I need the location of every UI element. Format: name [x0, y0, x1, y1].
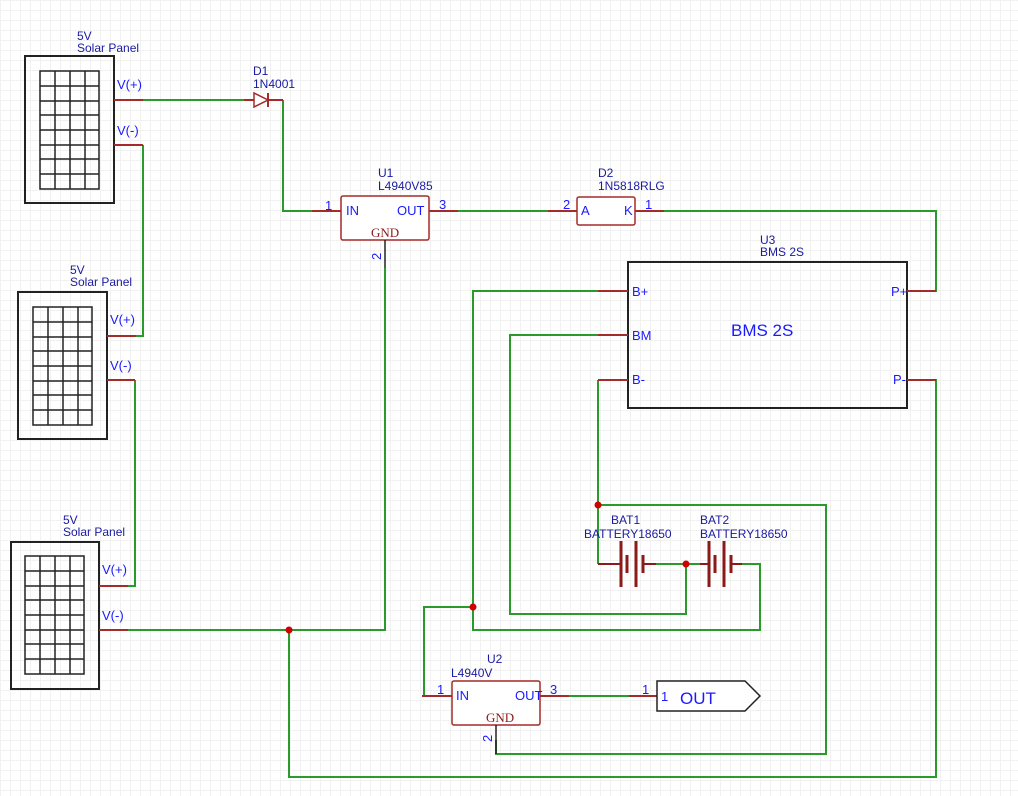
u1-pin-gnd: GND: [371, 225, 399, 240]
d2-ref: D2: [598, 166, 614, 180]
wire-gnd-pminus[interactable]: [288, 379, 937, 778]
bat2-ref: BAT2: [700, 513, 729, 527]
wires: [128, 99, 937, 778]
u1-ref: U1: [378, 166, 394, 180]
solar-panel-2[interactable]: 5V Solar Panel V(+) V(-): [17, 263, 136, 440]
u2-pin-in: IN: [456, 688, 469, 703]
pin-vminus: V(-): [117, 123, 139, 138]
panel-value: Solar Panel: [70, 275, 132, 289]
d2-pin-a: A: [581, 203, 590, 218]
wire-bplus[interactable]: [472, 290, 761, 631]
junction: [469, 603, 477, 611]
bms-u3[interactable]: U3 BMS 2S B+ BM B- P+ P- BMS 2S: [598, 233, 936, 409]
panel-ref: 5V: [70, 263, 85, 277]
panel-value: Solar Panel: [63, 525, 125, 539]
pin-vminus: V(-): [102, 608, 124, 623]
u2-ref: U2: [487, 652, 503, 666]
battery-symbol-icon: [700, 541, 742, 587]
bat1-value: BATTERY18650: [584, 527, 672, 541]
bat1-ref: BAT1: [611, 513, 640, 527]
solar-cell-grid-icon: [32, 306, 93, 426]
port-arrow-icon: [656, 680, 762, 712]
d2-value: 1N5818RLG: [598, 179, 665, 193]
u1-pin-num-gnd: 2: [369, 253, 384, 260]
solar-panel-3[interactable]: 5V Solar Panel V(+) V(-): [10, 513, 128, 690]
u1-pin-in: IN: [346, 203, 359, 218]
junction: [285, 626, 293, 634]
d2-body: [576, 196, 636, 226]
u2-pin-out: OUT: [515, 688, 543, 703]
pin-vplus: V(+): [110, 312, 135, 327]
u3-pin-pminus: P-: [893, 372, 906, 387]
port-num: 1: [661, 689, 668, 704]
panel-body: [10, 541, 100, 690]
battery-symbol-icon: [598, 541, 656, 587]
wire-panel3-gnd[interactable]: [128, 268, 386, 631]
d2-pin-k: K: [624, 203, 633, 218]
panel-value: Solar Panel: [77, 41, 139, 55]
wire-panel2-panel3[interactable]: [128, 380, 136, 587]
output-port[interactable]: 1 1 OUT: [629, 680, 762, 712]
u2-pin-gnd: GND: [486, 710, 514, 725]
bat2-value: BATTERY18650: [700, 527, 788, 541]
regulator-u1[interactable]: U1 L4940V85 1 IN OUT 3 GND 2: [312, 166, 458, 268]
u1-value: L4940V85: [378, 179, 433, 193]
port-pin-num: 1: [642, 682, 649, 697]
battery-bat1[interactable]: BAT1 BATTERY18650: [584, 513, 672, 587]
u3-pin-bm: BM: [632, 328, 652, 343]
u2-value: L4940V: [451, 666, 492, 680]
panel-body: [17, 291, 108, 440]
diode-d2[interactable]: D2 1N5818RLG 2 A K 1: [548, 166, 665, 226]
pin-vplus: V(+): [102, 562, 127, 577]
wire-panel1-panel2[interactable]: [136, 145, 144, 337]
wire-bm[interactable]: [509, 334, 687, 615]
wire-d1-u1[interactable]: [282, 100, 312, 212]
d2-pin-num-a: 2: [563, 197, 570, 212]
solar-cell-grid-icon: [39, 70, 100, 190]
diode-d1[interactable]: D1 1N4001: [244, 64, 295, 109]
solar-panel-1[interactable]: 5V Solar Panel V(+) V(-): [24, 29, 143, 204]
junction: [594, 501, 602, 509]
panel-body: [24, 55, 115, 204]
u2-pin-num-out: 3: [550, 682, 557, 697]
u3-ref: U3: [760, 233, 776, 247]
u3-pin-bplus: B+: [632, 284, 648, 299]
u3-value: BMS 2S: [760, 245, 804, 259]
panel-ref: 5V: [77, 29, 92, 43]
panel-ref: 5V: [63, 513, 78, 527]
junction: [682, 560, 690, 568]
battery-bat2[interactable]: BAT2 BATTERY18650: [700, 513, 788, 587]
d2-pin-num-k: 1: [645, 197, 652, 212]
u2-pin-num-gnd: 2: [480, 735, 495, 742]
d1-ref: D1: [253, 64, 269, 78]
pin-vminus: V(-): [110, 358, 132, 373]
u1-pin-out: OUT: [397, 203, 425, 218]
regulator-u2[interactable]: U2 L4940V 1 IN OUT 3 GND 2: [422, 652, 569, 754]
diode-symbol-icon: [244, 91, 283, 109]
u2-pin-num-in: 1: [437, 682, 444, 697]
port-label: OUT: [680, 689, 716, 708]
u1-pin-num-in: 1: [325, 198, 332, 213]
u1-pin-num-out: 3: [439, 197, 446, 212]
u3-pin-pplus: P+: [891, 284, 907, 299]
solar-cell-grid-icon: [24, 555, 85, 675]
u3-title: BMS 2S: [731, 321, 793, 340]
d1-value: 1N4001: [253, 77, 295, 91]
pin-vplus: V(+): [117, 77, 142, 92]
u3-pin-bminus: B-: [632, 372, 645, 387]
